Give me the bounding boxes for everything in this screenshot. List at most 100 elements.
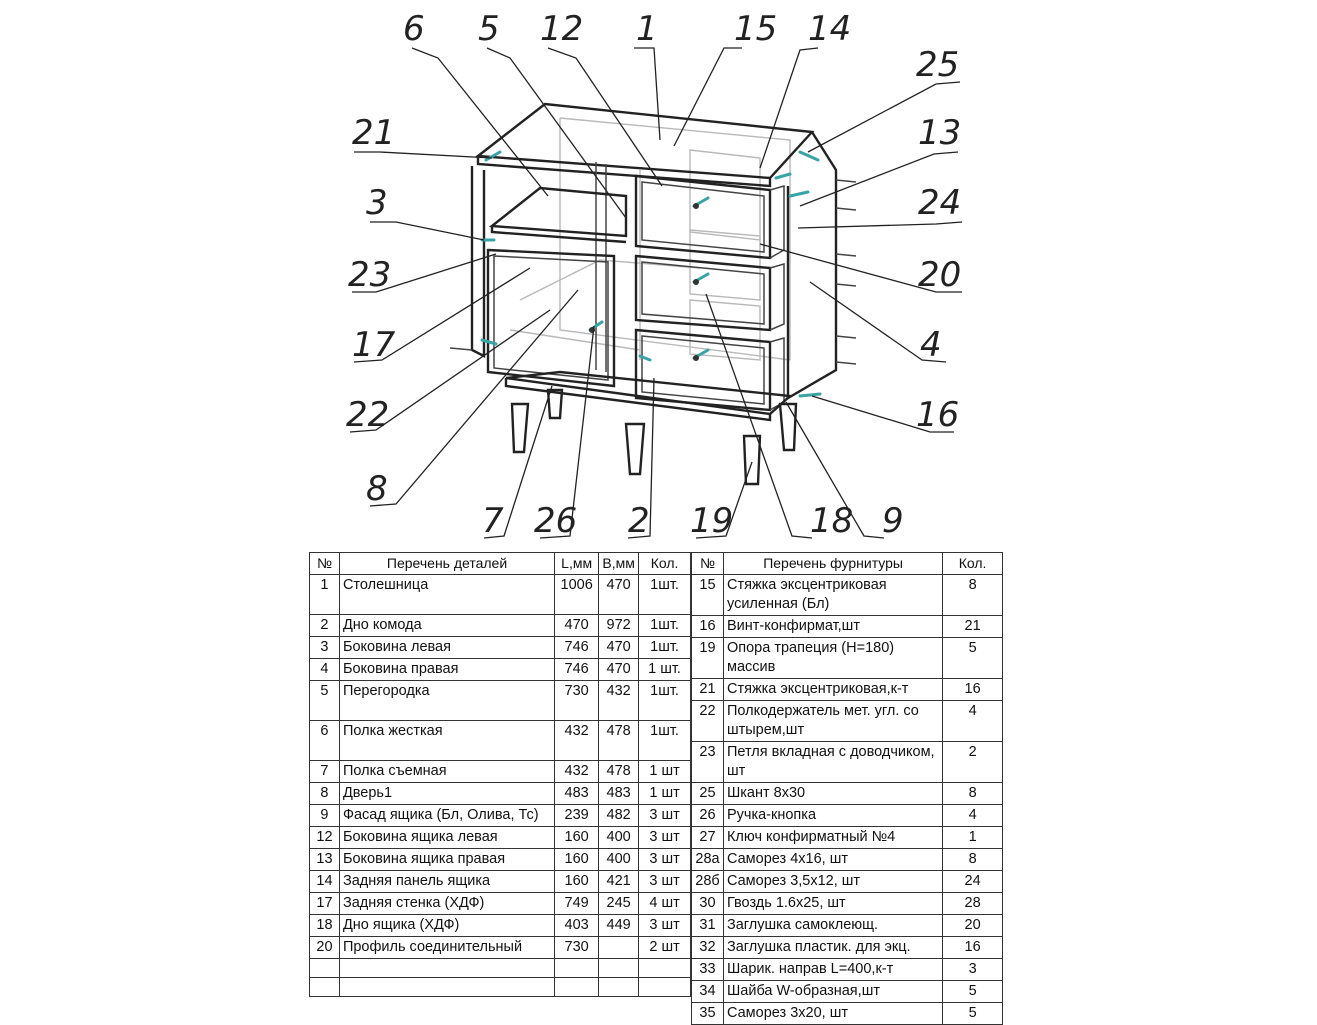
fittings-cell-qty: 2 — [942, 741, 1003, 783]
parts-cell-l: 483 — [554, 782, 600, 805]
fittings-cell-name: Саморез 3,5х12, шт — [722, 870, 944, 893]
parts-cell-b: 470 — [598, 636, 640, 659]
parts-cell-no — [309, 977, 340, 997]
fittings-cell-name: Шарик. направ L=400,к-т — [722, 958, 944, 981]
fittings-cell-name: Стяжка эксцентриковая усиленная (Бл) — [722, 574, 944, 616]
callouts: 6 5 12 1 15 14 25 21 13 3 24 23 20 17 4 … — [346, 9, 961, 541]
callout-24: 24 — [918, 183, 961, 223]
parts-cell-b: 400 — [598, 826, 640, 849]
parts-cell-qty: 1шт. — [638, 614, 691, 637]
parts-cell-l: 160 — [554, 826, 600, 849]
fittings-header-qty: Кол. — [942, 552, 1003, 575]
fittings-cell-no: 19 — [691, 637, 724, 679]
fittings-cell-no: 30 — [691, 892, 724, 915]
parts-cell-b: 245 — [598, 892, 640, 915]
parts-row — [309, 958, 691, 978]
fittings-cell-qty: 20 — [942, 914, 1003, 937]
parts-header-row: № Перечень деталей L,мм B,мм Кол. — [309, 552, 691, 575]
fittings-cell-name: Ручка-кнопка — [722, 804, 944, 827]
parts-cell-name: Перегородка — [338, 680, 556, 721]
fittings — [449, 150, 857, 398]
parts-cell-name: Дно ящика (ХДФ) — [338, 914, 556, 937]
parts-cell-b: 478 — [598, 760, 640, 783]
callout-18: 18 — [810, 501, 853, 541]
parts-cell-no — [309, 958, 340, 978]
fittings-cell-no: 34 — [691, 980, 724, 1003]
parts-cell-b: 478 — [598, 720, 640, 761]
callout-21: 21 — [352, 113, 395, 153]
fittings-cell-name: Шкант 8х30 — [722, 782, 944, 805]
parts-cell-l: 1006 — [554, 574, 600, 615]
parts-cell-l: 160 — [554, 870, 600, 893]
parts-cell-b — [598, 936, 640, 959]
fittings-cell-name: Заглушка пластик. для экц. — [722, 936, 944, 959]
parts-cell-qty: 1 шт — [638, 760, 691, 783]
parts-cell-l: 470 — [554, 614, 600, 637]
parts-cell-l: 403 — [554, 914, 600, 937]
callout-3: 3 — [366, 183, 388, 223]
fittings-cell-qty: 8 — [942, 848, 1003, 871]
parts-cell-qty: 3 шт — [638, 848, 691, 871]
callout-9: 9 — [882, 501, 904, 541]
parts-cell-name: Боковина ящика правая — [338, 848, 556, 871]
parts-cell-l: 730 — [554, 936, 600, 959]
fittings-cell-name: Опора трапеция (Н=180) массив — [722, 637, 944, 679]
parts-cell-qty: 1шт. — [638, 574, 691, 615]
parts-cell-name: Фасад ящика (Бл, Олива, Тс) — [338, 804, 556, 827]
parts-cell-qty: 3 шт — [638, 870, 691, 893]
parts-header-l: L,мм — [554, 552, 600, 575]
fittings-cell-qty: 5 — [942, 1002, 1003, 1025]
parts-cell-name: Дверь1 — [338, 782, 556, 805]
callout-4: 4 — [920, 325, 942, 365]
fittings-cell-qty: 5 — [942, 637, 1003, 679]
fittings-cell-no: 23 — [691, 741, 724, 783]
parts-cell-name: Боковина правая — [338, 658, 556, 681]
fittings-cell-name: Стяжка эксцентриковая,к-т — [722, 678, 944, 701]
parts-cell-qty: 2 шт — [638, 936, 691, 959]
parts-header-name: Перечень деталей — [338, 552, 556, 575]
parts-cell-l: 432 — [554, 760, 600, 783]
fittings-cell-name: Винт-конфирмат,шт — [722, 615, 944, 638]
fittings-cell-no: 22 — [691, 700, 724, 742]
leader-lines — [349, 47, 963, 539]
fittings-cell-no: 21 — [691, 678, 724, 701]
parts-cell-l: 432 — [554, 720, 600, 761]
parts-cell-name: Дно комода — [338, 614, 556, 637]
parts-cell-no: 8 — [309, 782, 340, 805]
parts-cell-no: 9 — [309, 804, 340, 827]
parts-cell-name: Боковина ящика левая — [338, 826, 556, 849]
fittings-cell-no: 27 — [691, 826, 724, 849]
parts-cell-qty: 3 шт — [638, 826, 691, 849]
fittings-cell-no: 28б — [691, 870, 724, 893]
parts-cell-l: 746 — [554, 658, 600, 681]
fittings-cell-qty: 21 — [942, 615, 1003, 638]
fittings-cell-name: Петля вкладная с доводчиком, шт — [722, 741, 944, 783]
parts-cell-b: 449 — [598, 914, 640, 937]
parts-cell-b: 482 — [598, 804, 640, 827]
parts-cell-qty: 3 шт — [638, 914, 691, 937]
fittings-cell-no: 31 — [691, 914, 724, 937]
callout-8: 8 — [366, 469, 388, 509]
parts-cell-l: 239 — [554, 804, 600, 827]
fittings-cell-qty: 24 — [942, 870, 1003, 893]
